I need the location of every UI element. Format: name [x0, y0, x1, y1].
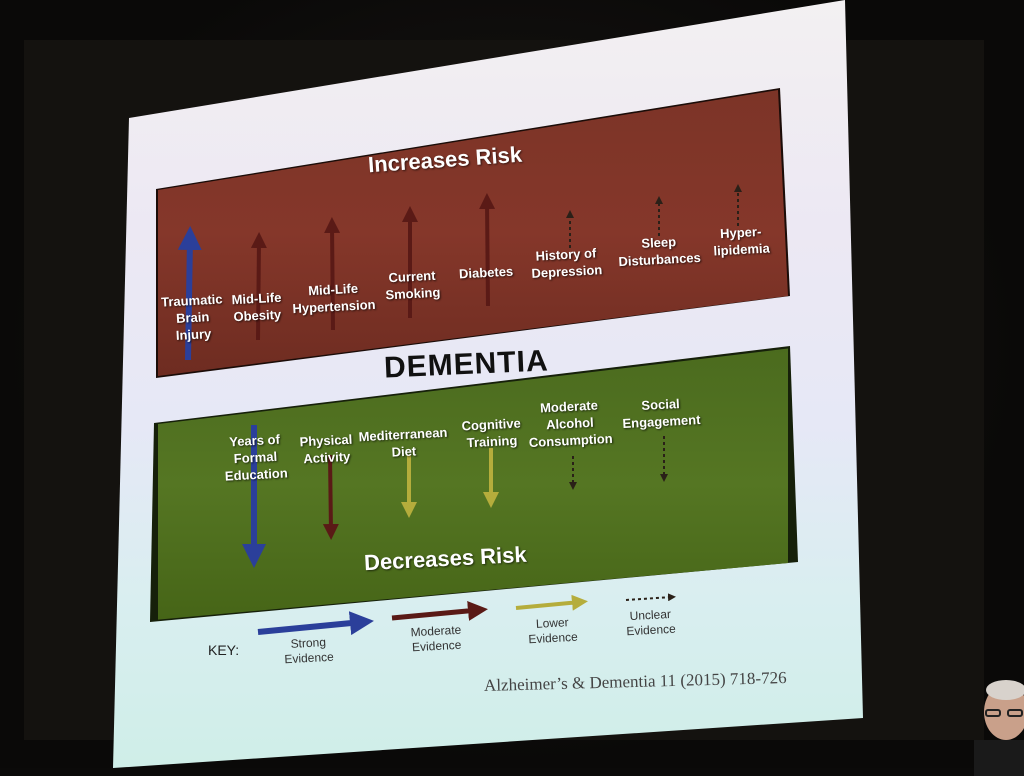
dementia-title: DEMENTIA	[383, 344, 550, 385]
label-physical-activity: Physical Activity	[299, 431, 353, 467]
label-mid-life-obesity: Mid-Life Obesity	[231, 289, 282, 325]
arrow-down-physical-activity	[322, 454, 339, 540]
label-history-of-depression: History of Depression	[531, 245, 603, 281]
label-hyperlipidemia: Hyper- lipidemia	[713, 223, 771, 259]
key-arrow-moderate	[391, 600, 488, 621]
label-current-smoking: Current Smoking	[385, 267, 441, 303]
label-diabetes: Diabetes	[458, 263, 514, 282]
key-arrow-strong	[257, 611, 374, 636]
label-traumatic-brain-injury: Traumatic Brain Injury	[160, 291, 223, 343]
label-mid-life-hypertension: Mid-Life Hypertension	[292, 280, 376, 317]
label-social-engagement: Social Engagement	[622, 396, 701, 432]
arrow-up-mid-life-obesity	[250, 232, 267, 341]
key-arrow-unclear	[625, 593, 676, 602]
label-years-of-formal-education: Years of Formal Education	[224, 431, 289, 484]
key-text-moderate: Moderate Evidence	[410, 622, 462, 655]
key-arrow-lower	[515, 594, 588, 611]
key-label: KEY:	[208, 642, 240, 658]
key-text-lower: Lower Evidence	[528, 615, 579, 647]
arrow-up-diabetes	[479, 193, 496, 307]
arrow-up-mid-life-hypertension	[324, 217, 341, 331]
key-text-unclear: Unclear Evidence	[626, 606, 677, 639]
key-text-strong: Strong Evidence	[284, 635, 335, 667]
label-cognitive-training: Cognitive Training	[461, 415, 522, 451]
label-mediterranean-diet: Mediterranean Diet	[358, 424, 448, 460]
arrow-up-traumatic-brain-injury	[177, 226, 202, 361]
presenter-figure	[974, 680, 1024, 776]
label-moderate-alcohol-consumption: Moderate Alcohol Consumption	[528, 397, 613, 451]
label-sleep-disturbances: Sleep Disturbances	[618, 234, 702, 270]
